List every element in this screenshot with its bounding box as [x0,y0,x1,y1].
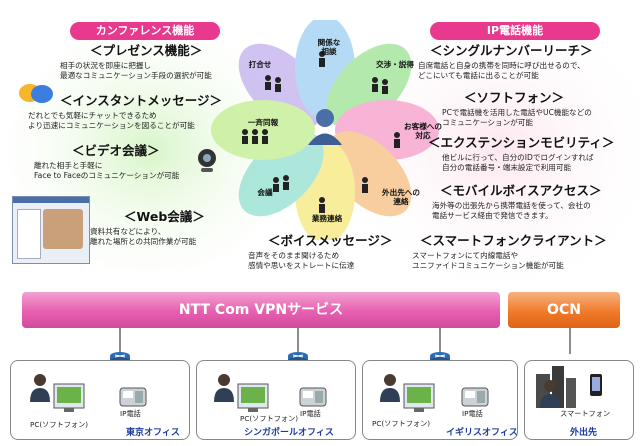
feature-desc-snr-2: どこにいても電話に出ることが可能 [418,71,539,80]
feature-title-snr: ＜シングルナンバーリーチ＞ [430,43,593,58]
feature-desc-web-2: 離れた場所との共同作業が可能 [90,237,197,246]
singapore-office-name: シンガポールオフィス [244,428,334,438]
feature-title-im: ＜インスタントメッセージ＞ [60,93,223,108]
feature-desc-snr-1: 自席電話と自身の携帯を同時に呼び出せるので、 [418,61,585,70]
tokyo-devices [30,374,147,413]
feature-desc-softphone-2: コミュニケーションが可能 [442,118,533,127]
petal-label-gaishutsu: 外出先への 連絡 [378,188,424,206]
tokyo-phone-label: IP電話 [120,409,141,418]
outside-name: 外出先 [570,428,598,438]
feature-desc-smartphone-1: スマートフォンにて内線電話や [412,251,519,260]
feature-desc-mva-1: 海外等の出張先から携帯電話を使って、会社の [432,201,591,210]
center-person-icon [308,109,342,145]
feature-desc-voice-2: 感情や思いをストレートに伝達 [248,261,355,270]
petal-label-okyakusama-2: 対応 [415,131,431,140]
web-conference-video [43,209,83,249]
feature-desc-extension-1: 他ビルに行って、自分のIDでログインすれば [442,153,594,162]
ocn-bar: OCN [508,292,620,328]
vpn-service-bar: NTT Com VPNサービス [22,292,500,328]
web-conference-screenshot [12,196,90,264]
feature-desc-presence-2: 最適なコミュニケーション手段の選択が可能 [60,71,212,80]
petal-label-gaishutsu-2: 連絡 [393,197,409,206]
header-conference: カンファレンス機能 [70,22,220,40]
petal-orange [326,131,412,217]
petal-label-soudan: 関係な 相談 [309,38,349,56]
petal-lavender [238,43,324,129]
petal-label-gaishutsu-1: 外出先への [382,188,420,197]
webcam-icon [192,148,222,174]
outside-devices [536,366,602,408]
web-conference-list [17,209,41,259]
feature-title-web: ＜Web会議＞ [124,209,205,224]
header-ip-phone: IP電話機能 [430,22,600,40]
web-conference-titlebar [13,197,89,203]
singapore-phone-label: IP電話 [300,409,321,418]
feature-desc-mva-2: 電話サービス経由で発信できます。 [432,211,553,220]
singapore-devices [214,374,327,413]
feature-title-mva: ＜モバイルボイスアクセス＞ [440,183,602,198]
outside-device-label: スマートフォン [560,409,611,418]
petal-label-soudan-1: 関係な [317,38,341,47]
petal-label-gyomu: 業務連絡 [311,214,343,223]
feature-desc-im-2: より迅速にコミュニケーションを図ることが可能 [28,121,195,130]
feature-title-voice: ＜ボイスメッセージ＞ [268,233,393,248]
petal-label-okyakusama: お客様への 対応 [400,122,446,140]
feature-desc-smartphone-2: ユニファイドコミュニケーション機能が可能 [412,261,564,270]
singapore-pc-label: PC(ソフトフォン) [240,414,299,423]
petal-teal [238,131,324,217]
petal-green [326,43,412,129]
presence-bubble-icon [18,80,54,106]
feature-desc-extension-2: 自分の電話番号・端末設定で利用可能 [442,163,572,172]
feature-title-extension: ＜エクステンションモビリティ＞ [428,135,615,150]
feature-desc-im-1: だれとでも気軽にチャットできるため [28,111,157,120]
feature-desc-softphone-1: PCで電話機を活用した電話やUC機能などの [442,108,592,117]
feature-desc-video-2: Face to Faceのコミュニケーションが可能 [34,171,180,180]
petal-label-kaigi: 会議 [257,188,273,197]
feature-desc-presence-1: 相手の状況を即座に把握し [60,61,152,70]
uk-phone-label: IP電話 [462,409,483,418]
people-silhouette-icons [242,51,400,213]
feature-title-video: ＜ビデオ会議＞ [72,143,160,158]
petal-label-soudan-2: 相談 [321,47,337,56]
petal-label-koushou: 交渉・説得 [376,60,414,69]
feature-desc-web-1: 資料共有などにより、 [90,227,166,236]
communication-flower [211,20,439,240]
petal-label-issei: 一斉同報 [247,118,279,127]
uk-pc-label: PC(ソフトフォン) [372,419,431,428]
tokyo-pc-label: PC(ソフトフォン) [30,420,89,429]
tokyo-office-name: 東京オフィス [126,428,180,438]
uk-office-name: イギリスオフィス [446,428,518,438]
petal-label-okyakusama-1: お客様への [404,122,442,131]
feature-desc-video-1: 離れた相手と手軽に [34,161,103,170]
petal-label-uchiawase: 打合せ [248,60,272,69]
feature-desc-voice-1: 音声をそのまま聞けるため [248,251,340,260]
feature-title-softphone: ＜ソフトフォン＞ [464,90,565,105]
feature-title-smartphone: ＜スマートフォンクライアント＞ [420,233,607,248]
uk-devices [380,374,489,413]
feature-title-presence: ＜プレゼンス機能＞ [90,43,203,58]
